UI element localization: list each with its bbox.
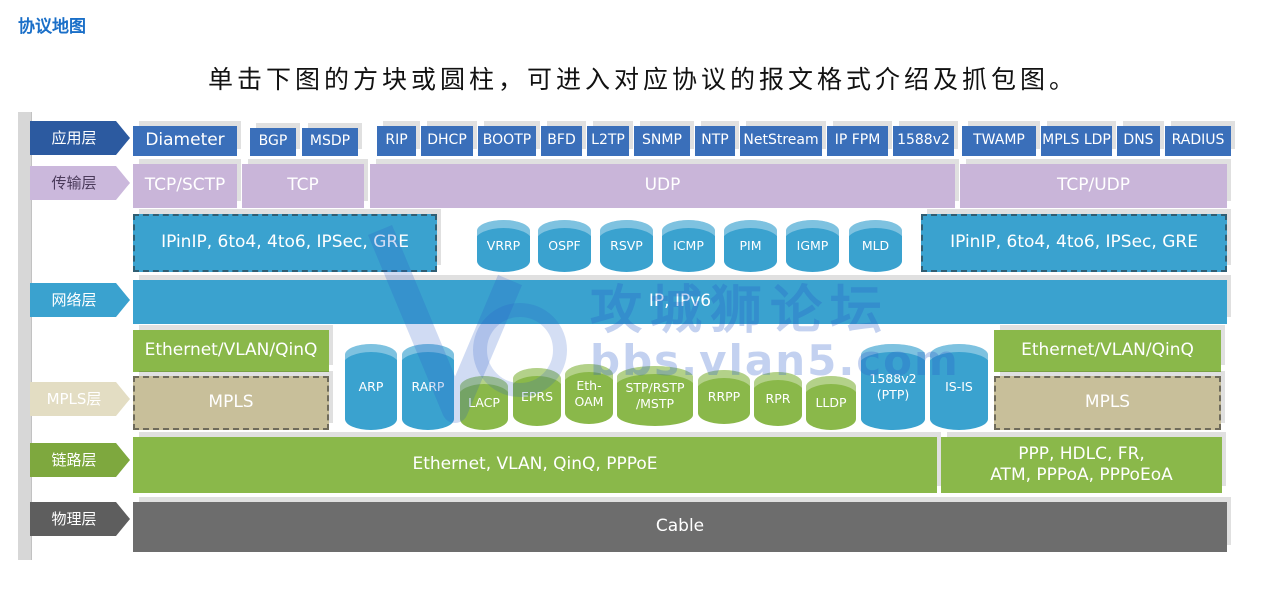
layer-tag-physical: 物理层 <box>30 502 130 536</box>
protocol-dns[interactable]: DNS <box>1117 126 1160 156</box>
protocol-ospf[interactable]: OSPF <box>538 220 591 272</box>
protocol-radius[interactable]: RADIUS <box>1165 126 1231 156</box>
protocol-dhcp[interactable]: DHCP <box>421 126 473 156</box>
protocol-mpls-right[interactable]: MPLS <box>994 376 1221 430</box>
protocol-tcp-udp[interactable]: TCP/UDP <box>960 164 1227 208</box>
protocol-stp-rstp-mstp[interactable]: STP/RSTP /MSTP <box>617 366 693 426</box>
protocol-lldp[interactable]: LLDP <box>806 376 856 430</box>
protocol-rpr[interactable]: RPR <box>754 372 802 426</box>
protocol-netstream[interactable]: NetStream <box>740 126 822 156</box>
protocol-lacp[interactable]: LACP <box>460 376 508 430</box>
layer-rail <box>18 112 32 560</box>
protocol-snmp[interactable]: SNMP <box>634 126 690 156</box>
protocol-bfd[interactable]: BFD <box>541 126 582 156</box>
protocol-icmp[interactable]: ICMP <box>662 220 715 272</box>
protocol-igmp[interactable]: IGMP <box>786 220 839 272</box>
protocol-is-is[interactable]: IS-IS <box>930 344 988 430</box>
protocol-rarp[interactable]: RARP <box>402 344 454 430</box>
protocol-mld[interactable]: MLD <box>849 220 902 272</box>
layer-tag-link: 链路层 <box>30 443 130 477</box>
protocol-tunnel-right[interactable]: IPinIP, 6to4, 4to6, IPSec, GRE <box>921 214 1227 272</box>
protocol-ip-ipv6[interactable]: IP, IPv6 <box>133 280 1227 324</box>
protocol-ethernet-vlan-qinq-right[interactable]: Ethernet/VLAN/QinQ <box>994 330 1221 372</box>
protocol-eprs[interactable]: EPRS <box>513 368 561 426</box>
protocol-udp[interactable]: UDP <box>370 164 955 208</box>
protocol-bgp[interactable]: BGP <box>250 128 296 156</box>
protocol-ip-fpm[interactable]: IP FPM <box>827 126 888 156</box>
subtitle: 单击下图的方块或圆柱，可进入对应协议的报文格式介绍及抓包图。 <box>207 65 1078 94</box>
protocol-tunnel-left[interactable]: IPinIP, 6to4, 4to6, IPSec, GRE <box>133 214 437 272</box>
protocol-ethernet-vlan-qinq-pppoe[interactable]: Ethernet, VLAN, QinQ, PPPoE <box>133 437 937 493</box>
protocol-pim[interactable]: PIM <box>724 220 777 272</box>
protocol-ppp-hdlc-fr-atm[interactable]: PPP, HDLC, FR, ATM, PPPoA, PPPoEoA <box>941 437 1222 493</box>
layer-tag-transport: 传输层 <box>30 166 130 200</box>
protocol-ntp[interactable]: NTP <box>695 126 735 156</box>
protocol-tcp[interactable]: TCP <box>242 164 364 208</box>
layer-tag-network: 网络层 <box>30 283 130 317</box>
page-title: 协议地图 <box>18 17 86 37</box>
ppp-line-1: PPP, HDLC, FR, <box>1018 443 1145 464</box>
protocol-rip[interactable]: RIP <box>377 126 416 156</box>
protocol-twamp[interactable]: TWAMP <box>962 126 1036 156</box>
ppp-line-2: ATM, PPPoA, PPPoEoA <box>990 465 1173 485</box>
protocol-mpls-ldp[interactable]: MPLS LDP <box>1041 126 1112 156</box>
protocol-l2tp[interactable]: L2TP <box>587 126 629 156</box>
layer-tag-application: 应用层 <box>30 121 130 155</box>
protocol-vrrp[interactable]: VRRP <box>477 220 530 272</box>
protocol-rsvp[interactable]: RSVP <box>600 220 653 272</box>
protocol-eth-oam[interactable]: Eth-OAM <box>565 364 613 424</box>
protocol-ethernet-vlan-qinq-left[interactable]: Ethernet/VLAN/QinQ <box>133 330 329 372</box>
protocol-cable[interactable]: Cable <box>133 502 1227 552</box>
protocol-diameter[interactable]: Diameter <box>133 126 237 156</box>
protocol-bootp[interactable]: BOOTP <box>478 126 536 156</box>
protocol-1588v2-ptp[interactable]: 1588v2 (PTP) <box>861 344 925 430</box>
layer-tag-mpls: MPLS层 <box>30 382 130 416</box>
protocol-arp[interactable]: ARP <box>345 344 397 430</box>
protocol-mpls-left[interactable]: MPLS <box>133 376 329 430</box>
protocol-msdp[interactable]: MSDP <box>302 128 358 156</box>
protocol-1588v2-app[interactable]: 1588v2 <box>893 126 954 156</box>
protocol-rrpp[interactable]: RRPP <box>698 370 750 424</box>
protocol-tcp-sctp[interactable]: TCP/SCTP <box>133 164 237 208</box>
